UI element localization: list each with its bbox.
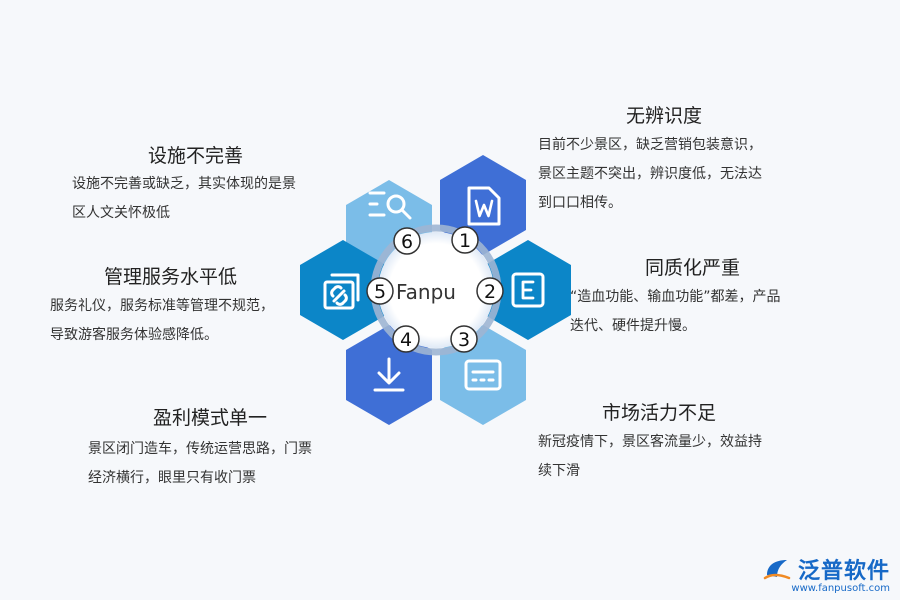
badge-5-number: 5 xyxy=(374,281,386,303)
item-6-title: 设施不完善 xyxy=(148,145,244,167)
item-6-desc: 设施不完善或缺乏，其实体现的是景 区人文关怀极低 xyxy=(72,176,296,221)
hub-label: Fanpu xyxy=(396,280,456,304)
item-4-desc: 景区闭门造车，传统运营思路，门票 经济横行，眼里只有收门票 xyxy=(88,441,312,486)
hub-circle xyxy=(378,232,494,348)
item-4-title: 盈利模式单一 xyxy=(153,407,268,429)
fanpu-logo-icon xyxy=(763,560,791,580)
badge-3: 3 xyxy=(450,325,478,353)
document-e-icon xyxy=(511,272,545,308)
item-5-desc: 服务礼仪，服务标准等管理不规范， 导致游客服务体验感降低。 xyxy=(50,298,274,343)
link-copy-icon xyxy=(323,273,360,310)
badge-1-number: 1 xyxy=(459,230,471,252)
hexagon-2 xyxy=(485,240,571,340)
brand-name: 泛普软件 xyxy=(797,559,890,584)
badge-2: 2 xyxy=(476,277,504,305)
item-5-title: 管理服务水平低 xyxy=(104,266,238,288)
badge-4: 4 xyxy=(392,325,420,353)
search-list-icon xyxy=(368,191,412,220)
item-3-desc: 新冠疫情下，景区客流量少，效益持 续下滑 xyxy=(538,434,762,479)
hexagon-5 xyxy=(300,240,386,340)
badge-5: 5 xyxy=(366,277,394,305)
badge-2-number: 2 xyxy=(484,281,496,303)
badge-4-number: 4 xyxy=(400,329,412,351)
brand-watermark: 泛普软件 www.fanpusoft.com xyxy=(763,553,890,594)
brand-url: www.fanpusoft.com xyxy=(791,583,890,594)
item-1-desc: 目前不少景区，缺乏营销包装意识， 景区主题不突出，辨识度低，无法达 到口口相传。 xyxy=(538,137,762,211)
item-2-title: 同质化严重 xyxy=(645,257,741,279)
item-1-title: 无辨识度 xyxy=(626,105,703,127)
item-3-title: 市场活力不足 xyxy=(602,402,717,424)
badge-3-number: 3 xyxy=(458,329,470,351)
item-2-desc: “造血功能、输血功能”都差，产品 迭代、硬件提升慢。 xyxy=(570,289,781,334)
badge-1: 1 xyxy=(451,226,479,254)
badge-6: 6 xyxy=(393,227,421,255)
document-w-icon xyxy=(467,186,501,226)
download-icon xyxy=(373,357,405,392)
badge-6-number: 6 xyxy=(401,231,413,253)
card-list-icon xyxy=(464,359,502,391)
